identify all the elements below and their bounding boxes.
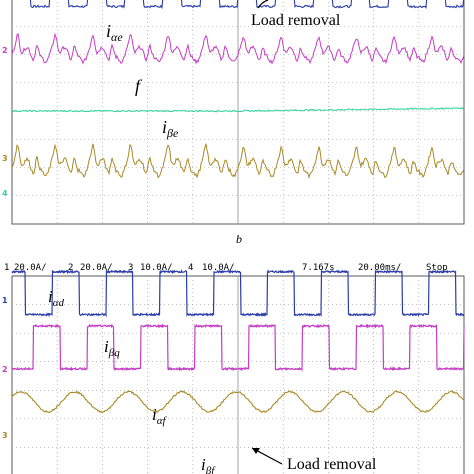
panel-b-trace-i-beta-e [11, 143, 465, 180]
ch2-scale: 20.0A/ [80, 263, 113, 273]
panel-b-annotation: Load removal [251, 12, 341, 29]
ch2-number: 2 [68, 263, 73, 273]
ch1-scale: 20.0A/ [14, 263, 47, 273]
label-i-alpha-f: iαf [152, 405, 168, 427]
panel-c-annotation-arrowhead [252, 448, 260, 454]
panel-c-ch3-marker: 3 [2, 431, 8, 440]
label-i-alpha-d: iαd [48, 287, 65, 309]
panel-c-ch1-marker: 1 [2, 296, 8, 305]
time-readout: 7.167s [302, 263, 335, 273]
label-f: f [135, 76, 143, 96]
panel-c-trace-i-alpha-d [11, 269, 465, 318]
panel-c-scope: 1 20.0A/ 2 20.0A/ 3 10.0A/ 4 10.0A/ 7.16… [2, 263, 465, 474]
panel-b-ch2-marker: 2 [2, 46, 8, 55]
panel-c-trace-i-beta-q [11, 323, 465, 372]
ch4-scale: 10.0A/ [202, 263, 235, 273]
label-i-beta-f: iβf [201, 455, 216, 474]
panel-c-annotation: Load removal [287, 456, 377, 473]
panel-b-ch3-marker: 3 [2, 154, 8, 163]
label-i-beta-e: iβe [162, 117, 179, 140]
timebase-readout: 20.00ms/ [358, 263, 401, 273]
panel-c-ch2-marker: 2 [2, 365, 8, 374]
panel-b-trace-top [29, 0, 465, 10]
ch3-scale: 10.0A/ [140, 263, 173, 273]
panel-b-traces [11, 0, 465, 180]
ch4-number: 4 [188, 263, 193, 273]
panel-b-scope: 2 3 4 iαe f iβe Load removal [2, 0, 465, 225]
panel-c-grid [12, 276, 464, 474]
panel-b-trace-i-alpha-e [11, 32, 465, 65]
panel-c-trace-i-alpha-f [11, 390, 465, 414]
ch1-number: 1 [4, 263, 9, 273]
label-i-alpha-e: iαe [106, 21, 123, 44]
panel-b-ch4-marker: 4 [2, 189, 8, 198]
panel-c-traces [11, 269, 465, 414]
panel-b-caption: b [236, 232, 242, 246]
panel-b-annotation-arrow [257, 0, 269, 9]
acquisition-state: Stop [426, 263, 448, 273]
scope-status-bar: 1 20.0A/ 2 20.0A/ 3 10.0A/ 4 10.0A/ 7.16… [4, 263, 448, 273]
ch3-number: 3 [128, 263, 133, 273]
panel-b-trace-f [12, 106, 465, 113]
label-i-beta-q: iβq [104, 337, 120, 359]
